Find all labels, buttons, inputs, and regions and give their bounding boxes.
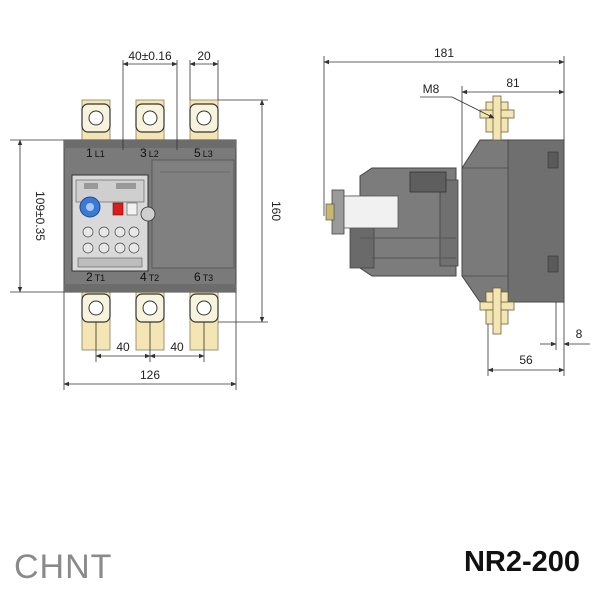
side-bolts	[479, 95, 515, 335]
front-dimensions	[10, 60, 268, 390]
dim-flange: 8	[576, 327, 583, 341]
dim-pitch-left: 40	[116, 340, 130, 354]
dim-pole-pitch-top: 40±0.16	[128, 49, 172, 63]
side-label-panel	[339, 195, 399, 229]
dim-bolt-depth: 81	[506, 76, 520, 90]
dim-pitch-right: 40	[170, 340, 184, 354]
dim-body-width: 126	[140, 368, 160, 382]
dim-overall-height: 160	[269, 201, 283, 221]
side-view: 181 M8 81 8 56	[323, 46, 590, 376]
dim-mount-depth: 56	[519, 353, 533, 367]
dim-bolt-label: M8	[423, 82, 440, 96]
model-title: NR2-200	[463, 546, 580, 578]
dim-terminal-width: 20	[197, 49, 211, 63]
reset-button[interactable]	[126, 202, 138, 216]
right-cover	[151, 159, 235, 269]
test-button[interactable]	[112, 202, 124, 216]
dim-overall-depth: 181	[434, 46, 454, 60]
dim-body-height: 109±0.35	[33, 191, 47, 241]
side-dimensions	[323, 56, 590, 376]
brand-logo: CHNT	[14, 548, 113, 586]
